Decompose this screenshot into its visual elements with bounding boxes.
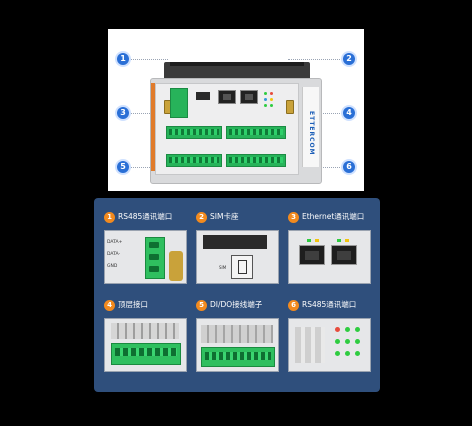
terminal-block <box>201 347 275 367</box>
pin-label: GND <box>107 264 118 269</box>
feature-image <box>104 318 187 372</box>
feature-title: 顶层接口 <box>118 300 148 309</box>
feature-title: DI/DO接线端子 <box>210 300 263 309</box>
brand-logo: ETTERCOM <box>308 111 315 156</box>
di-do-terminal-bottom <box>166 154 222 167</box>
feature-badge: 3 <box>288 211 299 223</box>
sim-card-icon <box>231 255 253 279</box>
callout-3: 3 <box>117 107 129 119</box>
feature-title: Ethernet通讯端口 <box>302 212 365 221</box>
feature-image: SIM <box>196 230 279 284</box>
slot <box>203 235 267 249</box>
device-overview-panel: 1 2 3 4 5 6 <box>108 29 364 191</box>
ethernet-port-icon <box>240 90 258 104</box>
status-led <box>335 327 340 332</box>
status-led <box>335 351 340 356</box>
leader-line-1 <box>128 59 168 60</box>
status-led <box>355 327 360 332</box>
feature-badge: 4 <box>104 299 115 311</box>
pin-label: DATA+ <box>107 240 123 245</box>
leader-line-2 <box>288 59 344 60</box>
din-rail <box>164 62 310 82</box>
feature-image: DATA+ DATA- GND <box>104 230 187 284</box>
status-led <box>345 339 350 344</box>
sim-label: SIM <box>219 265 227 270</box>
feature-image <box>288 230 371 284</box>
leader-line-4 <box>320 113 344 114</box>
terminal-block <box>111 343 181 365</box>
di-do-terminal-top <box>166 126 222 139</box>
port-labels <box>295 327 325 363</box>
ethernet-port-icon <box>299 245 325 265</box>
feature-title: RS485通讯端口 <box>118 212 173 221</box>
device-side-label: ETTERCOM <box>302 87 319 167</box>
status-led <box>355 339 360 344</box>
feature-image <box>288 318 371 372</box>
antenna-connector-icon <box>286 100 294 114</box>
feature-title: SIM卡座 <box>210 212 239 221</box>
terminal-block <box>145 237 165 279</box>
callout-2: 2 <box>343 53 355 65</box>
leader-line-3 <box>128 113 158 114</box>
feature-badge: 2 <box>196 211 207 223</box>
pin-label: DATA- <box>107 252 121 257</box>
device-body: ETTERCOM <box>150 78 322 184</box>
antenna-connector-icon <box>169 251 183 281</box>
feature-badge: 6 <box>288 299 299 311</box>
ethernet-port-icon <box>331 245 357 265</box>
callout-5: 5 <box>117 161 129 173</box>
status-led <box>345 351 350 356</box>
status-led <box>345 327 350 332</box>
feature-image <box>196 318 279 372</box>
sim-slot-icon <box>196 92 210 100</box>
device-front <box>155 83 299 175</box>
device-image: ETTERCOM <box>150 62 322 184</box>
callout-4: 4 <box>343 107 355 119</box>
feature-badge: 5 <box>196 299 207 311</box>
di-do-terminal-bottom <box>226 154 286 167</box>
di-do-terminal-top <box>226 126 286 139</box>
feature-title: RS485通讯端口 <box>302 300 357 309</box>
status-led <box>335 339 340 344</box>
feature-badge: 1 <box>104 211 115 223</box>
callout-1: 1 <box>117 53 129 65</box>
ethernet-port-icon <box>218 90 236 104</box>
rs485-terminal <box>170 88 188 118</box>
status-led <box>355 351 360 356</box>
callout-6: 6 <box>343 161 355 173</box>
